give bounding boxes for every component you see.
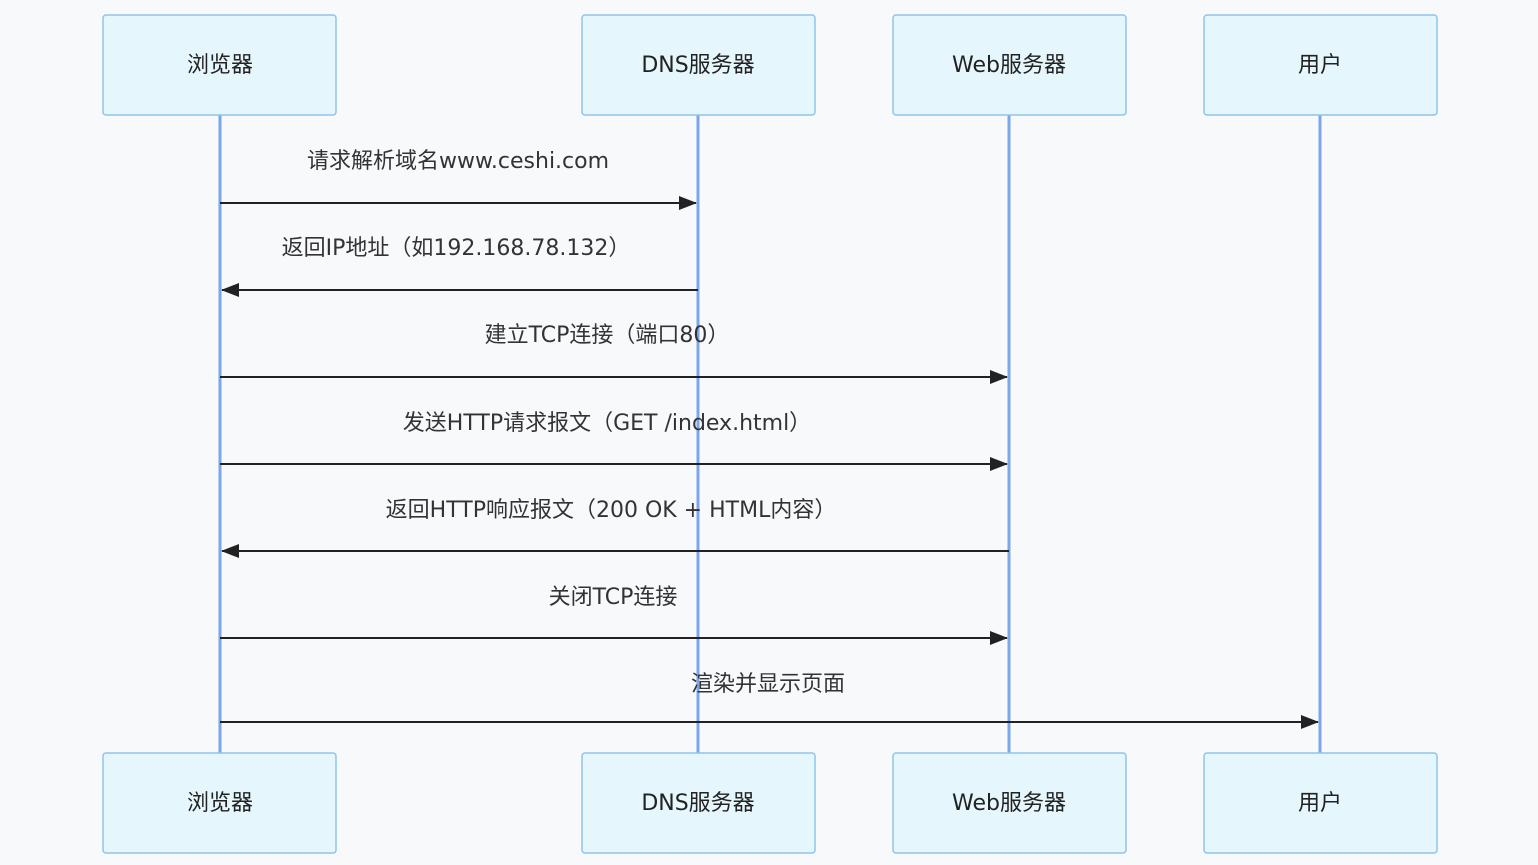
participant-box	[581, 14, 816, 116]
participant-label: Web服务器	[952, 53, 1066, 78]
participant-label: 浏览器	[187, 53, 253, 78]
message-label: 渲染并显示页面	[691, 672, 845, 697]
message-label: 返回IP地址（如192.168.78.132）	[282, 236, 631, 261]
message-http-response: 返回HTTP响应报文（200 OK + HTML内容）	[221, 498, 1009, 558]
message-label: 关闭TCP连接	[549, 585, 678, 610]
messages: 请求解析域名www.ceshi.com 返回IP地址（如192.168.78.1…	[220, 149, 1319, 729]
message-tcp-close: 关闭TCP连接	[220, 585, 1008, 645]
participant-label: 用户	[1298, 791, 1342, 816]
participant-box	[1203, 752, 1438, 854]
participant-user-bottom: 用户	[1203, 752, 1438, 854]
participant-label: Web服务器	[952, 791, 1066, 816]
message-resolve-domain: 请求解析域名www.ceshi.com	[220, 149, 697, 210]
lifelines	[218, 115, 1322, 753]
participant-browser-top: 浏览器	[102, 14, 337, 116]
message-label: 建立TCP连接（端口80）	[485, 323, 730, 348]
participant-box	[1203, 14, 1438, 116]
participant-browser-bottom: 浏览器	[102, 752, 337, 854]
message-http-request: 发送HTTP请求报文（GET /index.html）	[220, 411, 1008, 471]
participant-dns-bottom: DNS服务器	[581, 752, 816, 854]
participant-web-top: Web服务器	[892, 14, 1127, 116]
participant-user-top: 用户	[1203, 14, 1438, 116]
message-label: 发送HTTP请求报文（GET /index.html）	[403, 411, 811, 436]
participants-top: 浏览器 DNS服务器 Web服务器 用户	[102, 14, 1438, 116]
participant-dns-top: DNS服务器	[581, 14, 816, 116]
message-render-page: 渲染并显示页面	[220, 672, 1319, 729]
participant-box	[102, 752, 337, 854]
participant-label: 用户	[1298, 53, 1342, 78]
participant-box	[892, 14, 1127, 116]
participant-box	[892, 752, 1127, 854]
participant-box	[102, 14, 337, 116]
participants-bottom: 浏览器 DNS服务器 Web服务器 用户	[102, 752, 1438, 854]
participant-label: DNS服务器	[641, 53, 754, 78]
participant-label: DNS服务器	[641, 791, 754, 816]
participant-label: 浏览器	[187, 791, 253, 816]
participant-web-bottom: Web服务器	[892, 752, 1127, 854]
message-tcp-connect: 建立TCP连接（端口80）	[220, 323, 1008, 384]
participant-box	[581, 752, 816, 854]
message-label: 请求解析域名www.ceshi.com	[307, 149, 609, 174]
message-label: 返回HTTP响应报文（200 OK + HTML内容）	[386, 498, 837, 523]
message-return-ip: 返回IP地址（如192.168.78.132）	[221, 236, 698, 297]
